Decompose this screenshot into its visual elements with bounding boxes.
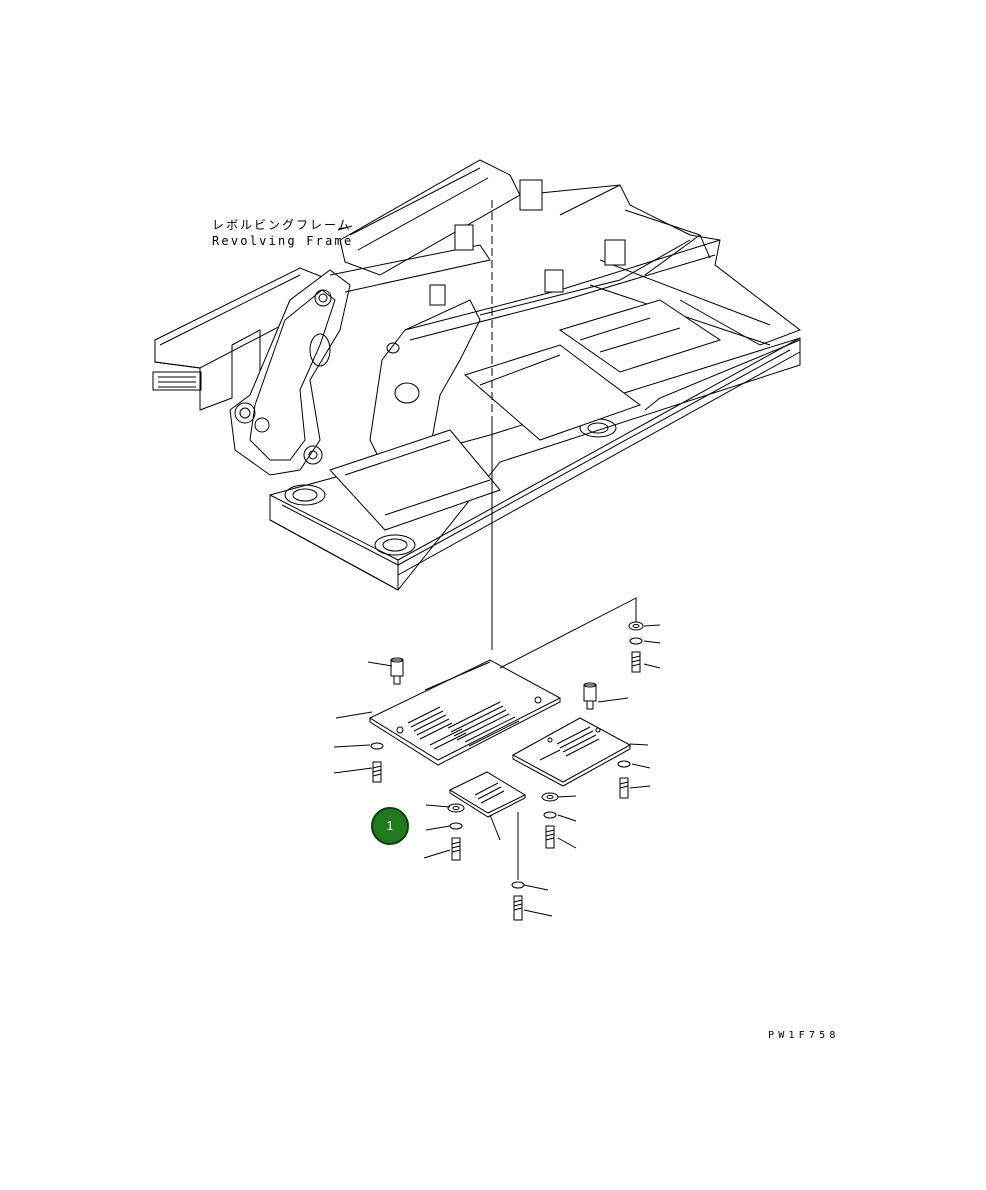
under-cover-small (450, 772, 525, 817)
cover-slots-large (408, 702, 519, 749)
washer-top-right (629, 622, 643, 672)
washer-bolt-bottom (512, 812, 524, 920)
frame-label-english: Revolving Frame (212, 234, 354, 248)
fastener-stud-right (584, 683, 596, 709)
under-cover-right (513, 718, 630, 786)
washer-bolt-center (542, 793, 558, 848)
under-cover-large (370, 660, 560, 765)
washer-bolt-small-cover (448, 804, 464, 860)
frame-label-japanese: レボルビングフレーム (212, 218, 352, 232)
drawing-code: PW1F758 (768, 1030, 840, 1041)
revolving-frame (153, 160, 800, 590)
fastener-stud-left (391, 658, 403, 684)
washer-bolt-left (371, 743, 383, 782)
callout-marker[interactable]: 1 (371, 807, 409, 845)
leader-lines (334, 226, 660, 916)
washer-bolt-right (618, 761, 630, 798)
